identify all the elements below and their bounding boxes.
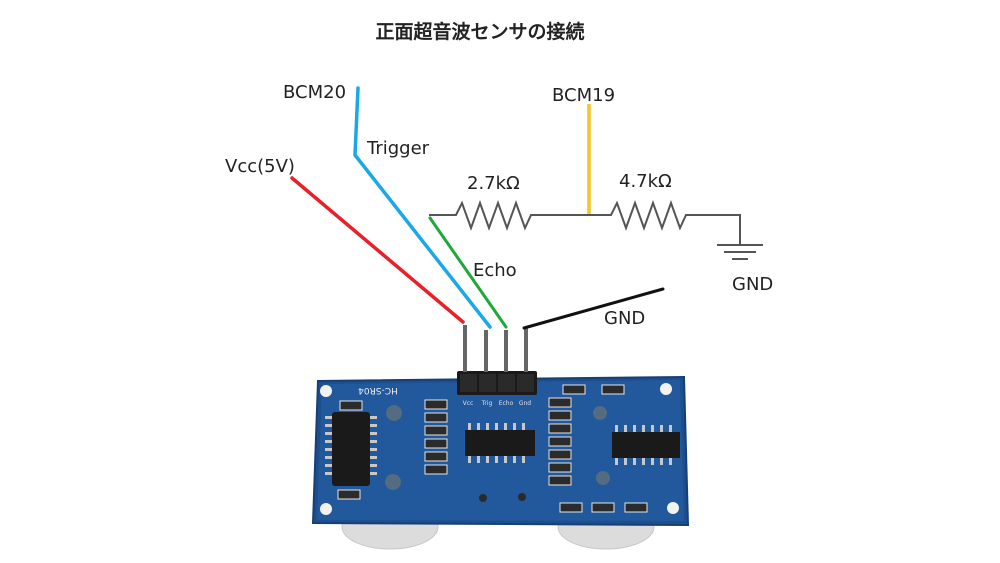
label-echo: Echo [473,260,517,281]
label-vcc: Vcc(5V) [225,156,295,177]
board-model-text: HC-SR04 [358,385,398,395]
label-r1: 2.7kΩ [467,173,520,194]
label-trigger: Trigger [366,138,430,159]
label-bcm19: BCM19 [552,85,615,106]
resistor-4-7k [589,200,741,244]
resistor-2-7k [429,200,589,231]
diagram-title: 正面超音波センサの接続 [375,20,584,43]
pin-header: Vcc Trig Echo Gnd [457,325,537,407]
echo-wire [428,216,508,329]
pin-label-echo: Echo [499,400,514,407]
pin-label-trig: Trig [481,400,493,407]
hc-sr04-board: HC-SR04 [311,375,690,527]
trigger-wire [353,86,492,329]
label-r2: 4.7kΩ [619,171,672,192]
label-bcm20: BCM20 [283,82,346,103]
label-gnd-wire: GND [604,308,645,329]
vcc-wire [290,176,465,324]
ground-symbol-icon [717,244,763,260]
pin-label-vcc: Vcc [463,400,474,407]
pin-label-gnd: Gnd [519,400,531,407]
label-gnd-ground: GND [732,274,773,295]
gnd-wire [522,287,665,330]
